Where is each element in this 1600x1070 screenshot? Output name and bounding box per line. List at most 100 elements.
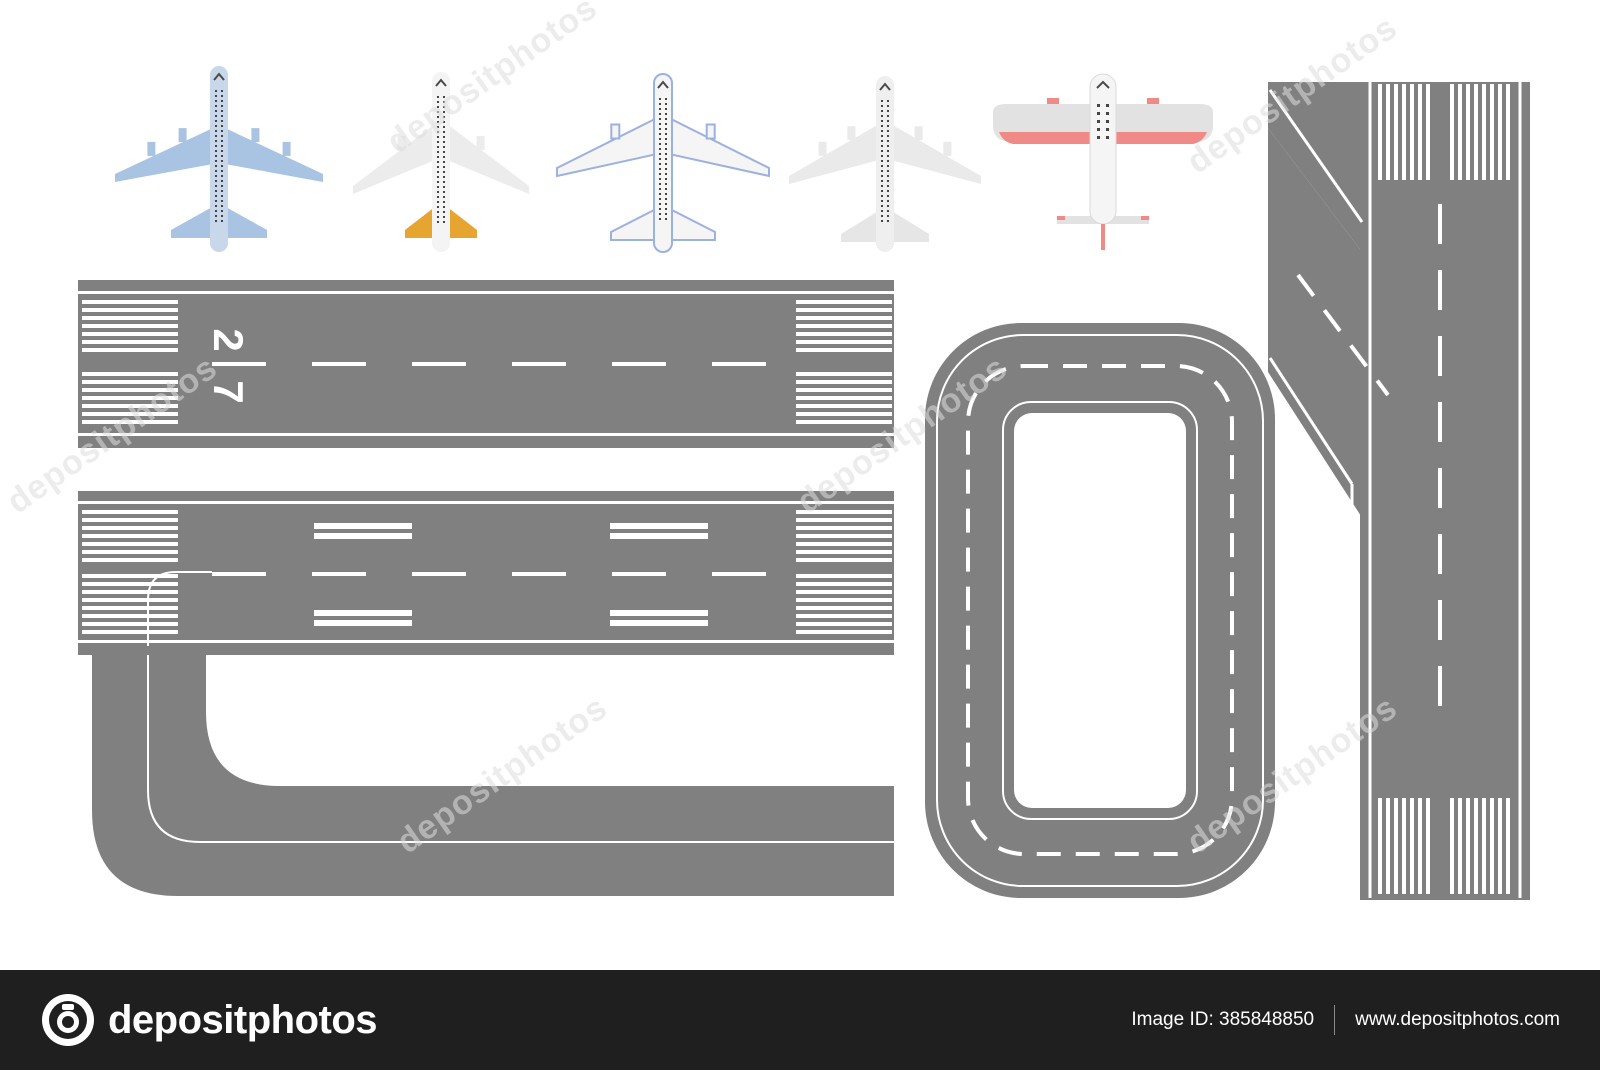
window [443,186,445,188]
threshold-bar [82,308,178,312]
window [437,116,439,118]
window [437,196,439,198]
brand-logo[interactable]: depositphotos [40,992,378,1048]
window [887,200,889,202]
touchdown-bar [610,610,708,616]
window [659,128,661,130]
tail-fin [1101,224,1105,250]
window [665,153,667,155]
cockpit-window [657,80,669,89]
window [881,200,883,202]
window [221,110,223,112]
threshold-bar [796,550,892,554]
window [215,105,217,107]
window [659,173,661,175]
threshold-bar [796,316,892,320]
window [215,195,217,197]
window [443,156,445,158]
threshold-bar [796,526,892,530]
touchdown-bar [314,620,412,626]
window [659,133,661,135]
brand-name: depositphotos [108,997,378,1042]
right-wing [891,124,981,184]
window [659,113,661,115]
window [437,201,439,203]
window [221,185,223,187]
tail-accent [1057,216,1065,220]
window [881,135,883,137]
window [665,203,667,205]
threshold-bar [82,372,178,376]
window [221,140,223,142]
window [443,166,445,168]
threshold-bar [796,582,892,586]
window [665,168,667,170]
threshold-bar [1490,798,1494,894]
threshold-bar [1386,84,1390,180]
threshold-bar [796,574,892,578]
window [1106,104,1109,107]
window [659,188,661,190]
window [881,175,883,177]
website-link[interactable]: www.depositphotos.com [1355,1009,1560,1030]
threshold-bar [1410,84,1414,180]
window [437,96,439,98]
window [437,141,439,143]
threshold-bar [82,316,178,320]
window [881,170,883,172]
touchdown-bar [610,620,708,626]
window [659,178,661,180]
window [665,113,667,115]
threshold-bar [82,526,178,530]
threshold-bar [82,630,178,634]
window [887,190,889,192]
window [437,101,439,103]
threshold-marking-right [796,510,892,634]
window [887,150,889,152]
airplane-airliner-blue [115,66,323,252]
threshold-bar [82,510,178,514]
window [221,180,223,182]
runway-number-digit-top: 2 [205,328,252,351]
threshold-bar [1482,798,1486,894]
window [887,120,889,122]
window [221,195,223,197]
window [443,191,445,193]
threshold-bar [1506,84,1510,180]
window [665,123,667,125]
window [659,208,661,210]
window [215,190,217,192]
window [887,105,889,107]
window [437,121,439,123]
window [443,196,445,198]
window [665,133,667,135]
window [881,100,883,102]
window [665,98,667,100]
window [887,110,889,112]
window [221,205,223,207]
window [443,181,445,183]
engine [610,123,621,140]
engine [282,141,291,156]
threshold-bar [796,534,892,538]
window [881,145,883,147]
window [221,190,223,192]
threshold-bar [1450,798,1454,894]
threshold-bar [796,348,892,352]
right-wing [225,128,323,182]
threshold-bar [82,622,178,626]
window [221,160,223,162]
threshold-bar [82,388,178,392]
window [215,110,217,112]
window [665,143,667,145]
left-wing [115,128,213,182]
window [437,136,439,138]
threshold-bar [82,420,178,424]
window [437,166,439,168]
threshold-bar [796,372,892,376]
engine [705,123,716,140]
threshold-bar [796,558,892,562]
window [437,156,439,158]
threshold-bar [82,324,178,328]
threshold-bar [796,598,892,602]
